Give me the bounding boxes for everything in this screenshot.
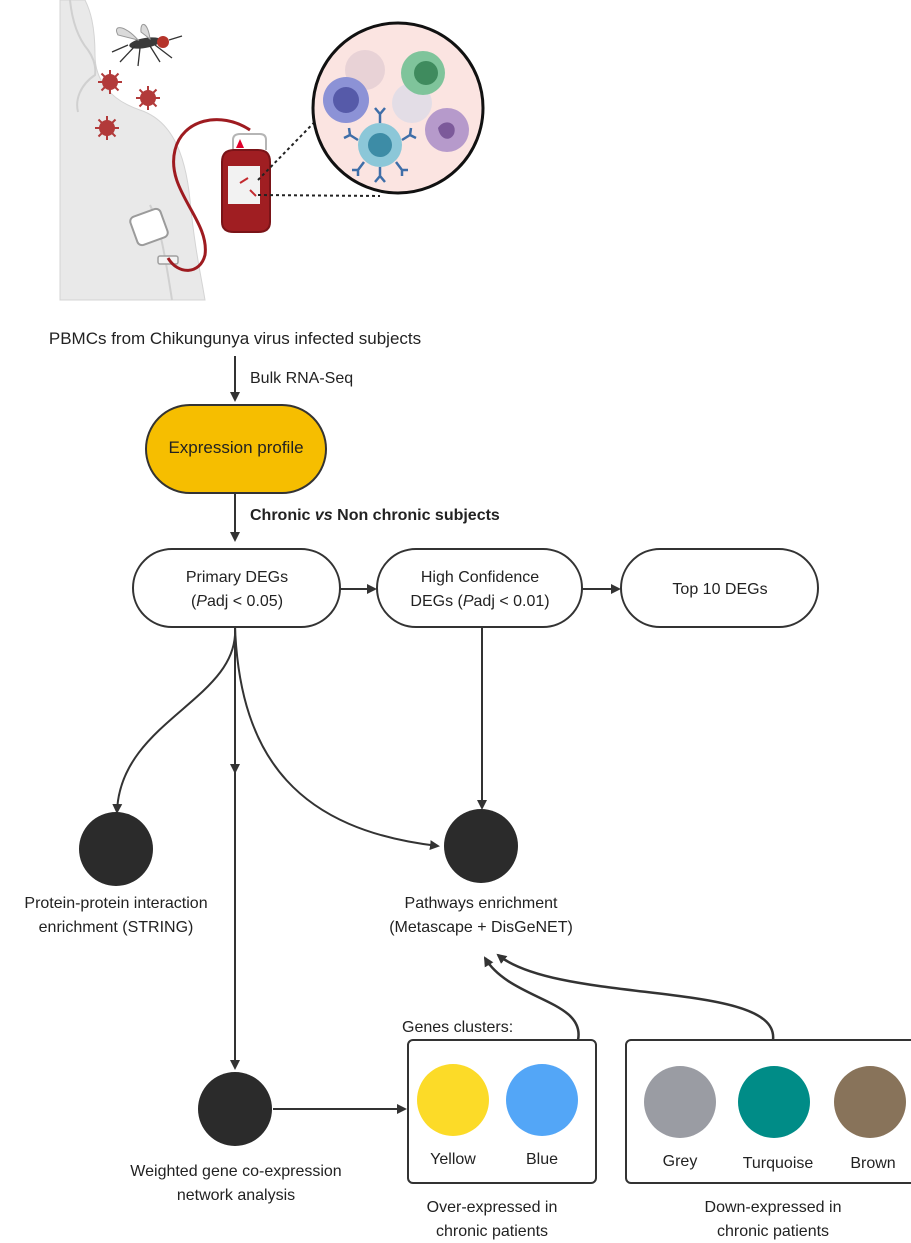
cluster-brown-label: Brown [850, 1155, 895, 1172]
cluster-blue-swatch [506, 1064, 578, 1136]
primary-degs-threshold: (Padj < 0.05) [191, 593, 283, 610]
infection-illustration [59, 0, 485, 301]
comparison-vs: vs [315, 507, 333, 524]
cluster-grey-swatch [644, 1066, 716, 1138]
comparison-part1: Chronic [250, 507, 315, 524]
clusters-title: Genes clusters: [402, 1019, 513, 1036]
patient-icon [59, 0, 206, 301]
expression-profile-label: Expression profile [168, 438, 303, 457]
arrow-down-to-pathways [496, 953, 775, 1041]
down-label-line2: chronic patients [717, 1223, 829, 1240]
cluster-brown-swatch [834, 1066, 906, 1138]
pathways-label-line1: Pathways enrichment [405, 895, 559, 912]
source-label: PBMCs from Chikungunya virus infected su… [49, 329, 421, 348]
blood-tube [166, 118, 251, 272]
zoom-line [257, 194, 381, 197]
comparison-label: Chronic vs Non chronic subjects [250, 507, 500, 524]
cluster-yellow-label: Yellow [430, 1151, 476, 1168]
over-label-line1: Over-expressed in [427, 1199, 558, 1216]
pbmc-cells-icon [311, 21, 485, 195]
comparison-part2: Non chronic subjects [333, 507, 500, 524]
bulk-rnaseq-label: Bulk RNA-Seq [250, 370, 353, 387]
ppi-label-line2: enrichment (STRING) [39, 919, 194, 936]
high-confidence-degs-node[interactable]: High Confidence DEGs (Padj < 0.01) [376, 548, 583, 628]
degs-open: DEGs ( [410, 593, 463, 610]
ppi-node[interactable] [79, 812, 153, 886]
p-italic: P [196, 593, 207, 610]
expression-profile-node[interactable]: Expression profile [145, 404, 327, 494]
cluster-turquoise-swatch [738, 1066, 810, 1138]
arrow-to-pathways [234, 626, 440, 851]
down-expressed-box[interactable]: Grey Turquoise Brown [625, 1039, 911, 1184]
cluster-yellow-swatch [417, 1064, 489, 1136]
over-label-line2: chronic patients [436, 1223, 548, 1240]
top10-degs-node[interactable]: Top 10 DEGs [620, 548, 819, 628]
wgcna-label-line2: network analysis [177, 1187, 295, 1204]
cluster-turquoise-label: Turquoise [743, 1155, 814, 1172]
arrow-over-to-pathways [483, 956, 580, 1041]
threshold-rest: adj < 0.05) [207, 593, 283, 610]
high-confidence-title: High Confidence [421, 569, 539, 586]
wgcna-node[interactable] [198, 1072, 272, 1146]
top10-label: Top 10 DEGs [672, 581, 767, 598]
pathways-label-line2: (Metascape + DisGeNET) [389, 919, 573, 936]
cluster-blue-label: Blue [526, 1151, 558, 1168]
primary-degs-node[interactable]: Primary DEGs (Padj < 0.05) [132, 548, 341, 628]
ppi-label-line1: Protein-protein interaction [24, 895, 207, 912]
pathways-node[interactable] [444, 809, 518, 883]
high-confidence-threshold: DEGs (Padj < 0.01) [410, 593, 549, 610]
wgcna-label-line1: Weighted gene co-expression [130, 1163, 341, 1180]
blood-bag-icon [221, 133, 271, 233]
mosquito-icon [111, 23, 183, 67]
primary-degs-title: Primary DEGs [186, 569, 288, 586]
threshold-rest: adj < 0.01) [474, 593, 550, 610]
over-expressed-box[interactable]: Yellow Blue [407, 1039, 597, 1184]
p-italic: P [463, 593, 474, 610]
paren: ( [191, 593, 197, 610]
virus-icon [95, 70, 160, 140]
cluster-grey-label: Grey [663, 1153, 698, 1170]
arrow-to-ppi [112, 626, 237, 814]
down-label-line1: Down-expressed in [705, 1199, 842, 1216]
